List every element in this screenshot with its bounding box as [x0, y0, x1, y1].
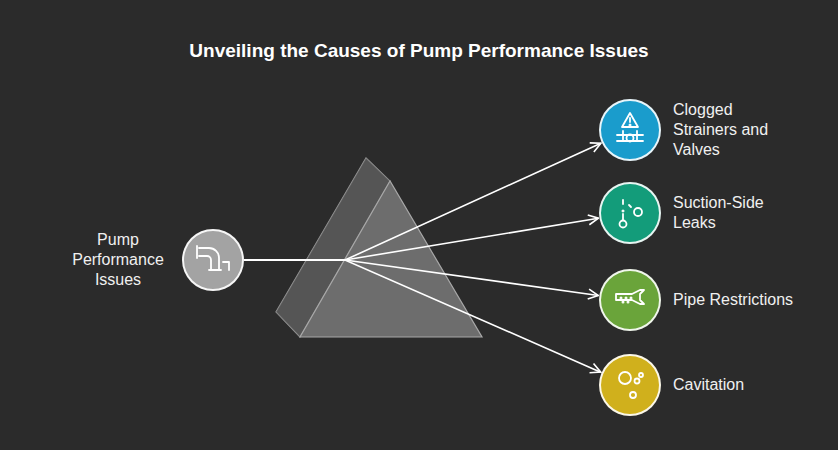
connector-arrow — [244, 260, 598, 296]
pipe-icon — [197, 246, 229, 270]
problem-circle: Pump Performance Issues — [182, 229, 244, 291]
prism-front — [300, 181, 482, 337]
cause-circle: Pipe Restrictions — [599, 269, 661, 331]
cause-circle: Suction-Side Leaks — [599, 182, 661, 244]
bubbles-icon — [619, 372, 643, 398]
restriction-icon — [616, 290, 644, 304]
node-label: Cavitation — [673, 375, 744, 395]
leak-icon — [620, 200, 643, 228]
warning-valve-icon — [617, 113, 643, 142]
node-label: Clogged Strainers and Valves — [673, 100, 779, 160]
title: Unveiling the Causes of Pump Performance… — [0, 40, 838, 62]
connector-arrow — [244, 260, 601, 372]
cause-circle: Cavitation — [599, 354, 661, 416]
node-label: Suction-Side Leaks — [673, 193, 777, 233]
node-label: Pump Performance Issues — [66, 230, 170, 290]
connector-arrow — [244, 218, 598, 260]
node-label-box: Pump Performance Issues — [66, 230, 170, 290]
node-label-box: Cavitation — [673, 375, 744, 395]
node-label-box: Pipe Restrictions — [673, 290, 793, 310]
node-label-box: Suction-Side Leaks — [673, 193, 777, 233]
node-label-box: Clogged Strainers and Valves — [673, 100, 779, 160]
connector-arrow — [244, 143, 601, 260]
node-label: Pipe Restrictions — [673, 290, 793, 310]
cause-circle: Clogged Strainers and Valves — [599, 99, 661, 161]
